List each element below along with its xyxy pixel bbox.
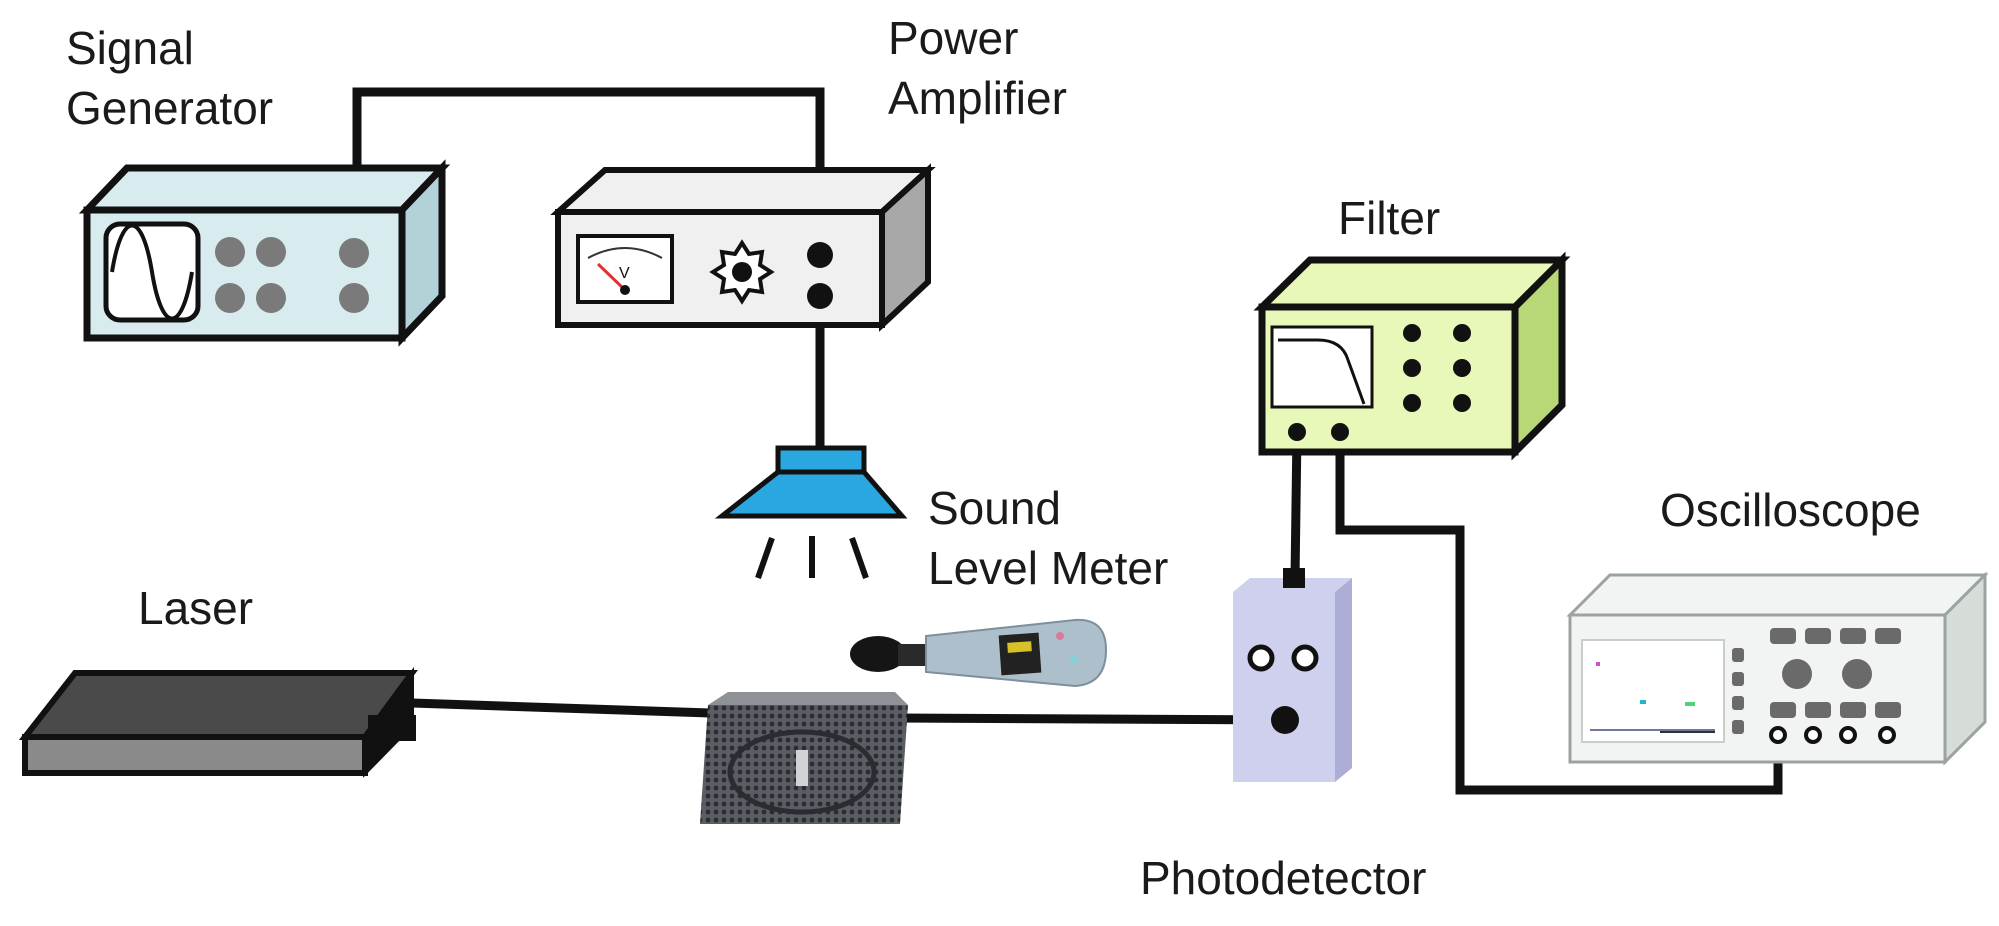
wire-filter-to-photodetector xyxy=(1290,431,1302,579)
power-amplifier-top xyxy=(550,167,936,215)
generator-knob xyxy=(215,237,245,267)
label-sound-level-meter: Sound Level Meter xyxy=(928,478,1168,598)
generator-output-jack xyxy=(339,238,369,268)
oscilloscope-screen xyxy=(1581,639,1725,743)
filter-knob xyxy=(1453,324,1471,342)
meter-microphone-neck xyxy=(898,644,928,666)
sample-center-ring xyxy=(727,729,877,815)
laser-beam-left xyxy=(411,698,711,718)
laser xyxy=(18,666,418,778)
label-power-amplifier-line1: Power xyxy=(888,12,1019,64)
photodetector-aperture xyxy=(1271,706,1299,734)
sample-block xyxy=(700,692,908,824)
meter-button xyxy=(1056,632,1064,640)
label-signal-generator-line2: Generator xyxy=(66,82,274,134)
photodetector xyxy=(1233,568,1352,782)
label-oscilloscope: Oscilloscope xyxy=(1660,484,1921,536)
scope-button xyxy=(1805,628,1831,644)
label-signal-generator-line1: Signal xyxy=(66,22,194,74)
lowpass-curve-icon xyxy=(1278,338,1366,405)
scope-trace-mark xyxy=(1685,702,1695,706)
meter-button xyxy=(1070,656,1078,664)
meter-display-digits xyxy=(1007,641,1032,653)
label-laser: Laser xyxy=(138,582,254,634)
sound-wave-line xyxy=(755,537,775,579)
filter-top xyxy=(1253,256,1571,311)
photodetector-front xyxy=(1233,592,1335,782)
meter-needle-icon xyxy=(596,262,627,292)
generator-output-jack xyxy=(339,283,369,313)
label-power-amplifier-line2: Amplifier xyxy=(888,72,1067,124)
scope-side-button xyxy=(1732,696,1744,710)
meter-pivot xyxy=(620,285,630,295)
scope-input-jack xyxy=(1839,726,1857,744)
label-filter: Filter xyxy=(1338,192,1441,244)
label-photodetector: Photodetector xyxy=(1140,852,1427,904)
laser-top xyxy=(18,670,418,740)
photodetector-port xyxy=(1291,644,1319,672)
laser-beam-right xyxy=(894,713,1286,725)
filter-knob xyxy=(1403,324,1421,342)
filter-knob xyxy=(1403,394,1421,412)
speaker-cone xyxy=(714,469,908,519)
amplifier-knob-center xyxy=(732,262,752,282)
meter-microphone-head xyxy=(850,636,906,672)
scope-side-button xyxy=(1732,648,1744,662)
scope-trace-mark xyxy=(1640,700,1646,704)
speaker-magnet xyxy=(775,445,867,475)
amplifier-output-jack xyxy=(807,283,833,309)
filter-knob xyxy=(1453,359,1471,377)
scope-button xyxy=(1840,702,1866,718)
signal-generator xyxy=(78,159,451,347)
generator-knob xyxy=(215,283,245,313)
scope-button xyxy=(1770,628,1796,644)
scope-input-jack xyxy=(1769,726,1787,744)
scope-button xyxy=(1875,628,1901,644)
scope-button xyxy=(1875,702,1901,718)
label-sound-level-meter-line2: Level Meter xyxy=(928,542,1169,594)
laser-front xyxy=(22,734,368,776)
generator-knob xyxy=(256,237,286,267)
scope-side-button xyxy=(1732,672,1744,686)
amplifier-input-jack xyxy=(807,242,833,268)
sine-wave-icon xyxy=(110,223,194,321)
scope-button xyxy=(1770,702,1796,718)
oscilloscope xyxy=(1566,571,1989,766)
meter-display xyxy=(998,632,1042,676)
label-power-amplifier: Power Amplifier xyxy=(888,8,1067,128)
label-sound-level-meter-line1: Sound xyxy=(928,482,1062,534)
oscilloscope-top xyxy=(1566,573,1989,617)
filter xyxy=(1253,251,1571,461)
scope-button xyxy=(1840,628,1866,644)
power-amplifier: V xyxy=(550,163,936,332)
scope-side-button xyxy=(1732,720,1744,734)
scope-knob xyxy=(1842,659,1872,689)
scope-knob xyxy=(1782,659,1812,689)
speaker xyxy=(714,445,908,579)
laser-aperture xyxy=(368,715,416,741)
scope-trace-mark xyxy=(1596,662,1600,666)
photodetector-port xyxy=(1247,644,1275,672)
filter-knob xyxy=(1453,394,1471,412)
filter-knob xyxy=(1403,359,1421,377)
scope-button xyxy=(1805,702,1831,718)
meter-scale-icon xyxy=(587,247,663,259)
photodetector-connector xyxy=(1283,568,1305,588)
photodetector-side xyxy=(1335,578,1352,782)
label-signal-generator: Signal Generator xyxy=(66,18,273,138)
wire-filter-to-oscilloscope xyxy=(1335,432,1783,795)
scope-input-jack xyxy=(1804,726,1822,744)
signal-generator-top xyxy=(78,164,451,214)
filter-output-jack xyxy=(1331,423,1349,441)
sound-level-meter xyxy=(850,618,1108,688)
scope-input-jack xyxy=(1878,726,1896,744)
meter-v-symbol: V xyxy=(619,265,630,282)
sample-top xyxy=(708,692,908,705)
filter-input-jack xyxy=(1288,423,1306,441)
sample-center-mark xyxy=(796,750,808,786)
generator-knob xyxy=(256,283,286,313)
sound-wave-line xyxy=(849,537,869,579)
